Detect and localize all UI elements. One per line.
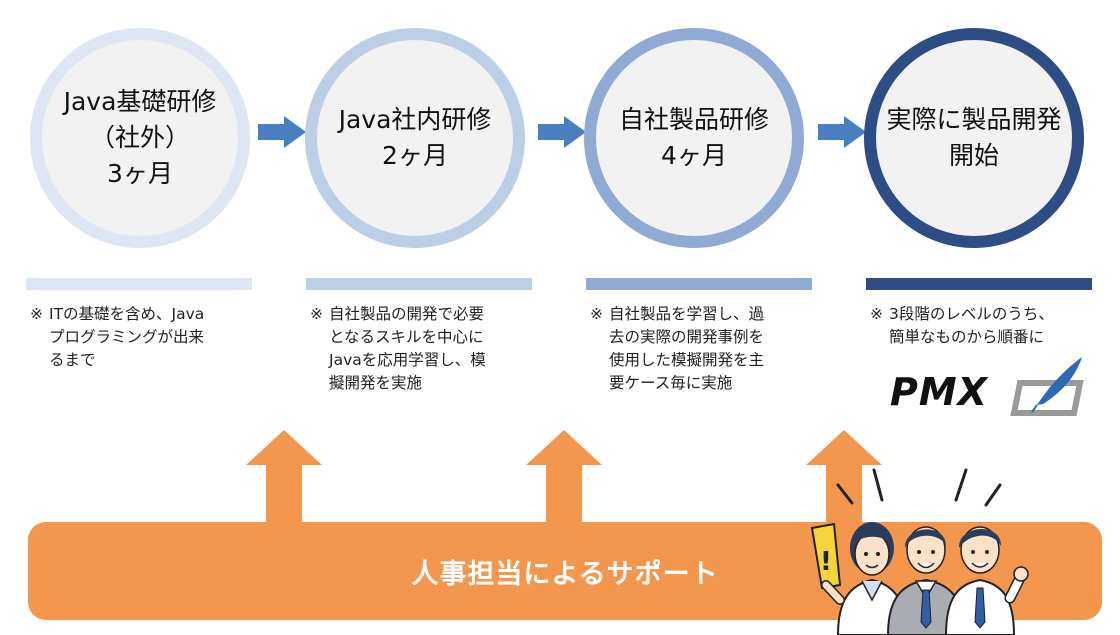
step-circle-java-internal: Java社内研修 2ヶ月	[305, 28, 525, 248]
step-bar-3	[586, 278, 812, 290]
note-line: 要ケース毎に実施	[609, 374, 733, 392]
step-line: 実際に製品開発	[886, 105, 1062, 134]
pmx-logo: PMX	[890, 370, 988, 414]
note-line: プログラミングが出来	[49, 328, 205, 346]
step-bar-2	[306, 278, 532, 290]
support-label: 人事担当によるサポート	[411, 558, 719, 590]
note-line: 使用した模擬開発を主	[609, 351, 765, 369]
note-line: Javaを応用学習し、模	[329, 351, 486, 369]
up-arrow-3	[806, 430, 882, 526]
step-line: Java社内研修	[338, 105, 492, 134]
step-line: Java基礎研修	[63, 87, 217, 116]
up-arrow-1	[246, 430, 322, 526]
step-note-2: ※ 自社製品の開発で必要 となるスキルを中心に Javaを応用学習し、模 擬開発…	[310, 303, 486, 395]
note-line: 3段階のレベルのうち、	[889, 305, 1054, 323]
step-line: （社外）	[89, 123, 190, 152]
step-circle-product-training: 自社製品研修 4ヶ月	[584, 28, 804, 248]
step-line: 開始	[948, 141, 999, 170]
step-line: 3ヶ月	[107, 159, 173, 188]
note-line: 自社製品を学習し、過	[609, 305, 765, 323]
pmx-logo-text: PMX	[890, 370, 988, 414]
step-note-4: ※ 3段階のレベルのうち、 簡単なものから順番に	[870, 303, 1054, 349]
note-line: 簡単なものから順番に	[889, 328, 1045, 346]
step-circle-java-basic: Java基礎研修 （社外） 3ヶ月	[30, 28, 250, 248]
note-line: 自社製品の開発で必要	[329, 305, 485, 323]
note-line: となるスキルを中心に	[329, 328, 484, 346]
right-arrow-2	[538, 116, 586, 148]
step-line: 自社製品研修	[618, 105, 769, 134]
right-arrow-1	[258, 116, 306, 148]
right-arrow-3	[818, 116, 866, 148]
note-mark: ※	[590, 305, 603, 323]
step-note-1: ※ ITの基礎を含め、Java プログラミングが出来 るまで	[30, 303, 204, 372]
note-line: 擬開発を実施	[329, 374, 423, 392]
step-bar-1	[26, 278, 252, 290]
note-mark: ※	[310, 305, 323, 323]
note-line: ITの基礎を含め、Java	[49, 305, 205, 323]
step-line: 2ヶ月	[382, 141, 448, 170]
step-note-3: ※ 自社製品を学習し、過 去の実際の開発事例を 使用した模擬開発を主 要ケース毎…	[590, 303, 764, 395]
step-line: 4ヶ月	[661, 141, 727, 170]
note-line: るまで	[49, 351, 96, 369]
note-mark: ※	[870, 305, 883, 323]
note-line: 去の実際の開発事例を	[609, 328, 765, 346]
step-bar-4	[866, 278, 1092, 290]
note-mark: ※	[30, 305, 43, 323]
step-circle-real-development: 実際に製品開発 開始	[864, 28, 1084, 248]
up-arrow-2	[526, 430, 602, 526]
